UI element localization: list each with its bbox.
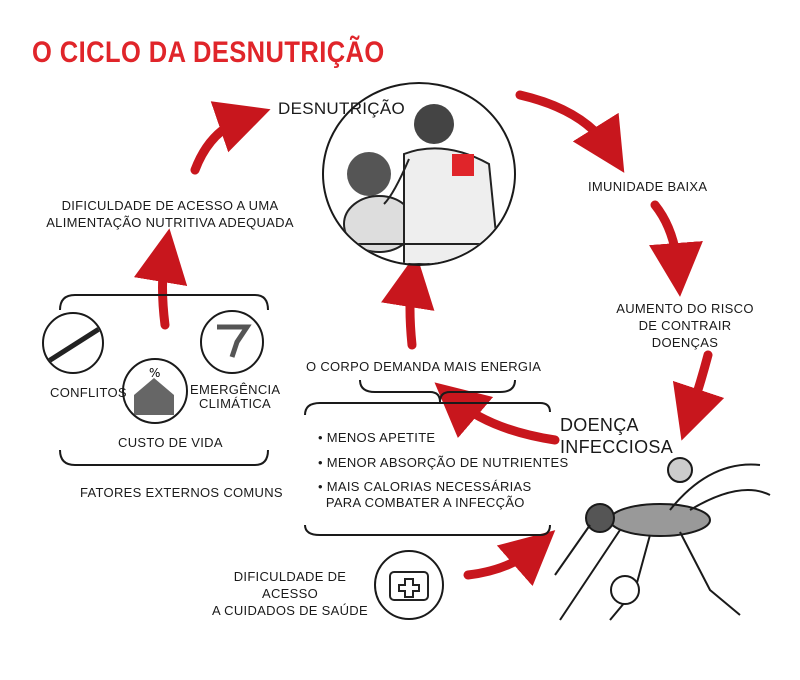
arrow-corpo-to-desnutricao	[381, 253, 435, 350]
bullet-item: • MAIS CALORIAS NECESSÁRIAS PARA COMBATE…	[318, 479, 532, 510]
arrow-to-doenca	[672, 350, 725, 441]
house-cost-icon: %	[122, 358, 188, 424]
arrow-saude-to-doenca	[463, 530, 556, 587]
svg-text:%: %	[149, 366, 160, 380]
node-acesso-alimentacao: DIFICULDADE DE ACESSO A UMA ALIMENTAÇÃO …	[45, 197, 295, 231]
node-corpo: O CORPO DEMANDA MAIS ENERGIA	[306, 359, 542, 374]
arrow-to-risco	[649, 200, 703, 297]
acesso-saude-line1: DIFICULDADE DE ACESSO	[233, 569, 347, 601]
node-doenca: DOENÇA INFECCIOSA	[560, 414, 673, 458]
mosquito-icon	[554, 457, 771, 621]
factors-frame-bottom	[59, 449, 269, 466]
factor-clima-line2: CLIMÁTICA	[198, 396, 272, 411]
first-aid-kit-icon	[374, 550, 444, 620]
factor-conflitos: CONFLITOS	[50, 385, 127, 400]
bullet-item: • MENOS APETITE	[318, 430, 436, 445]
bullets-frame-bottom	[304, 524, 551, 536]
bullets-frame-top	[304, 402, 551, 416]
tornado-icon	[200, 310, 264, 374]
factors-frame-top	[59, 294, 269, 311]
factors-caption: FATORES EXTERNOS COMUNS	[80, 485, 283, 500]
arrow-to-imunidade	[515, 90, 625, 173]
corpo-brace	[359, 379, 516, 403]
node-risco: AUMENTO DO RISCO DE CONTRAIR DOENÇAS	[610, 300, 760, 351]
rifle-icon	[42, 312, 104, 374]
virus-icon	[610, 575, 640, 605]
arrow-factors-up	[133, 228, 188, 330]
page-title: O CICLO DA DESNUTRIÇÃO	[32, 36, 385, 69]
factor-clima-line1: EMERGÊNCIA	[190, 382, 281, 397]
acesso-alimentacao-line2: ALIMENTAÇÃO NUTRITIVA ADEQUADA	[46, 215, 294, 230]
bullet-list: • MENOS APETITE • MENOR ABSORÇÃO DE NUTR…	[318, 425, 568, 511]
acesso-alimentacao-line1: DIFICULDADE DE ACESSO A UMA	[61, 198, 279, 213]
node-risco-line2: DE CONTRAIR DOENÇAS	[638, 318, 732, 350]
factor-clima: EMERGÊNCIA CLIMÁTICA	[190, 383, 280, 411]
factor-custo: CUSTO DE VIDA	[118, 435, 223, 450]
acesso-saude-line2: A CUIDADOS DE SAÚDE	[212, 603, 368, 618]
node-risco-line1: AUMENTO DO RISCO	[616, 301, 754, 316]
arrow-to-desnutricao	[190, 101, 271, 175]
bullet-item: • MENOR ABSORÇÃO DE NUTRIENTES	[318, 455, 569, 470]
doctor-child-illustration	[322, 82, 516, 266]
arrow-to-corpo	[434, 382, 560, 445]
node-desnutricao: DESNUTRIÇÃO	[278, 99, 406, 118]
node-acesso-saude: DIFICULDADE DE ACESSO A CUIDADOS DE SAÚD…	[210, 568, 370, 619]
node-doenca-line1: DOENÇA	[560, 415, 639, 435]
stethoscope-icon	[324, 104, 514, 264]
bacteria-icon	[667, 457, 693, 483]
node-doenca-line2: INFECCIOSA	[560, 437, 674, 457]
node-imunidade: IMUNIDADE BAIXA	[588, 179, 708, 194]
